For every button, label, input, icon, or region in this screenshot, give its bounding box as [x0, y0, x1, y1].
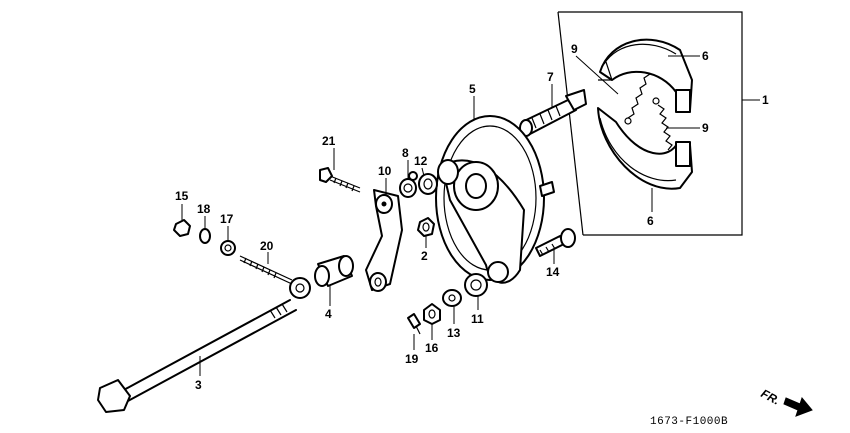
washer-18 [199, 228, 211, 244]
label-4: 4 [325, 307, 332, 321]
brake-panel [435, 115, 555, 284]
label-19: 19 [405, 352, 419, 366]
label-8: 8 [402, 146, 409, 160]
front-direction-indicator: FR. [759, 386, 813, 417]
label-12: 12 [414, 154, 428, 168]
label-20: 20 [260, 239, 274, 253]
nut-15 [173, 219, 191, 237]
washer-13 [442, 289, 462, 307]
label-5: 5 [469, 82, 476, 96]
label-9-lower: 9 [702, 121, 709, 135]
brake-shoe-upper [598, 38, 693, 113]
arrow-right-icon [783, 396, 813, 417]
label-2: 2 [421, 249, 428, 263]
collar-4 [314, 255, 354, 287]
label-6-lower: 6 [647, 214, 654, 228]
label-17: 17 [220, 212, 234, 226]
front-label: FR. [759, 386, 783, 407]
spring-left [624, 73, 651, 125]
axle-3 [97, 299, 297, 413]
bolt-21 [319, 167, 361, 193]
label-1: 1 [762, 93, 769, 107]
seal-11 [464, 273, 488, 297]
leader-lines [181, 55, 760, 376]
label-15: 15 [175, 189, 189, 203]
nut-2 [417, 217, 435, 237]
brake-cam [519, 89, 587, 137]
drawing-code: 1673-F1000B [650, 416, 728, 428]
label-21: 21 [322, 134, 336, 148]
label-11: 11 [471, 312, 484, 326]
cotter-pin-19 [407, 313, 421, 335]
label-16: 16 [425, 341, 439, 355]
brake-shoe-lower [597, 107, 693, 190]
label-13: 13 [447, 326, 461, 340]
adjusting-rod [239, 255, 311, 299]
nut-16 [423, 303, 441, 325]
label-10: 10 [378, 164, 392, 178]
washer-17 [220, 240, 236, 256]
label-6-upper: 6 [702, 49, 709, 63]
ring-8 [399, 171, 418, 198]
label-9-upper: 9 [571, 42, 578, 56]
brake-arm [365, 189, 403, 292]
label-7: 7 [547, 70, 554, 84]
label-14: 14 [546, 265, 560, 279]
washer-12 [418, 173, 438, 195]
pivot-bolt [535, 228, 576, 257]
shoe-assembly-frame [557, 11, 743, 236]
spring-right [652, 97, 673, 151]
label-3: 3 [195, 378, 202, 392]
label-18: 18 [197, 202, 211, 216]
